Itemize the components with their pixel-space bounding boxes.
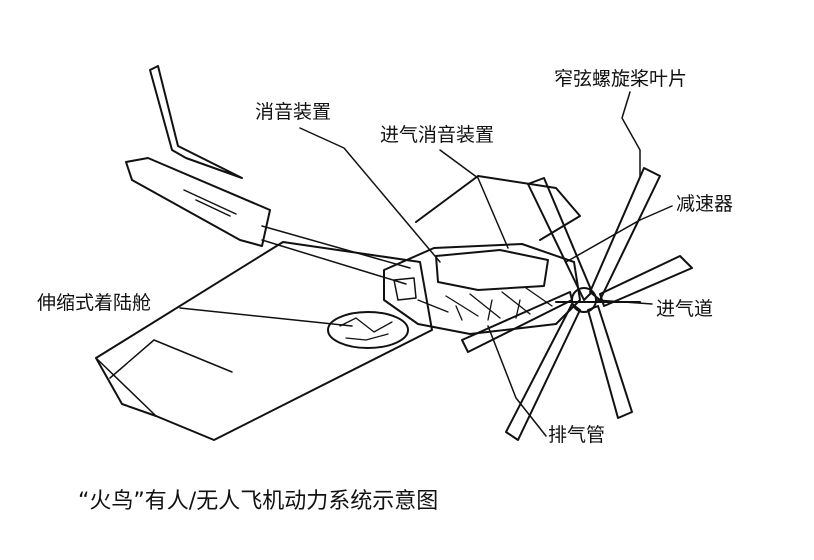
leader-propeller-blades <box>621 91 641 177</box>
propeller-blade-5 <box>505 303 581 441</box>
vertical-fin <box>149 65 243 179</box>
tail-strut <box>261 225 411 285</box>
leader-landing-gear <box>179 307 353 327</box>
diagram-caption: “火鸟”有人/无人飞机动力系统示意图 <box>78 489 439 514</box>
leader-muffler <box>299 127 441 263</box>
label-retractable-gear: 伸缩式着陆舱 <box>37 292 152 314</box>
label-exhaust-pipe: 排气管 <box>548 424 606 446</box>
nacelle-window <box>393 277 417 301</box>
tail-boom <box>125 157 271 247</box>
leader-intake-muffler <box>439 149 509 249</box>
label-reducer: 减速器 <box>676 193 734 215</box>
label-intake-muffler: 进气消音装置 <box>380 124 495 146</box>
leader-reducer <box>565 205 673 263</box>
wing-tip-line <box>95 357 157 417</box>
propeller-blade-1 <box>527 177 593 301</box>
wing-flap-line <box>109 339 233 379</box>
landing-gear-pod <box>327 311 409 349</box>
landing-gear-detail <box>339 317 393 341</box>
leader-exhaust-pipe <box>487 325 547 437</box>
label-muffler: 消音装置 <box>255 101 332 123</box>
tail-boom-detail <box>183 189 237 217</box>
propeller-blade-4 <box>587 305 633 419</box>
propeller-blade-3 <box>599 255 693 307</box>
leader-air-intake <box>595 299 653 305</box>
tail-wing <box>415 175 581 241</box>
label-propeller-blades: 窄弦螺旋桨叶片 <box>554 68 688 90</box>
propeller-blade-2 <box>589 167 661 301</box>
engine-detail-lines <box>417 287 553 321</box>
propeller-blade-6 <box>461 291 573 353</box>
label-air-intake: 进气道 <box>656 298 714 320</box>
main-wing <box>95 241 433 441</box>
intake-muffler-box <box>435 249 549 291</box>
